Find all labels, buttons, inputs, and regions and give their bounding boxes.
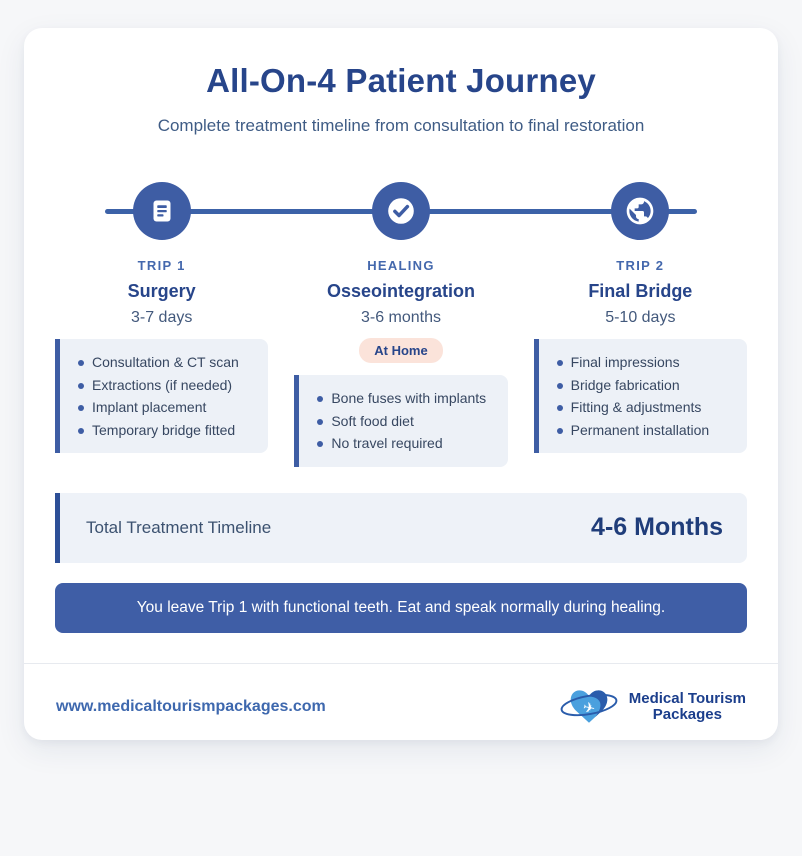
stage-trip2: TRIP 2 Final Bridge 5-10 days Final impr… xyxy=(533,258,747,467)
stage-title: Final Bridge xyxy=(588,281,693,301)
brand-name: Medical Tourism Packages xyxy=(629,691,746,723)
list-item: Implant placement xyxy=(74,396,260,419)
stage-detail-box: Bone fuses with implants Soft food diet … xyxy=(294,375,508,467)
list-item: Permanent installation xyxy=(553,419,739,442)
list-item: Extractions (if needed) xyxy=(74,374,260,397)
stage-duration: 3-6 months xyxy=(360,309,442,326)
document-icon xyxy=(147,196,177,226)
stage-title: Osseointegration xyxy=(326,281,475,301)
website-link[interactable]: www.medicaltourismpackages.com xyxy=(56,698,326,715)
page-title: All-On-4 Patient Journey xyxy=(206,62,596,99)
list-item: Bone fuses with implants xyxy=(313,387,499,410)
stage-detail-box: Final impressions Bridge fabrication Fit… xyxy=(533,339,747,453)
stage-title: Surgery xyxy=(127,281,196,301)
list-item: Final impressions xyxy=(553,351,739,374)
stage-duration: 3-7 days xyxy=(130,309,193,326)
infographic-card: All-On-4 Patient Journey Complete treatm… xyxy=(24,28,778,740)
timeline-node-trip1 xyxy=(132,182,191,240)
total-timeline-bar: Total Treatment Timeline 4-6 Months xyxy=(55,492,747,563)
globe-icon xyxy=(624,195,656,227)
at-home-badge: At Home xyxy=(359,338,443,363)
total-timeline-label: Total Treatment Timeline xyxy=(86,517,272,537)
page-subtitle: Complete treatment timeline from consult… xyxy=(157,116,645,135)
stage-label: TRIP 2 xyxy=(616,258,665,273)
brand-line2: Packages xyxy=(652,706,722,723)
stage-trip1: TRIP 1 Surgery 3-7 days Consultation & C… xyxy=(55,258,269,467)
stage-healing: HEALING Osseointegration 3-6 months At H… xyxy=(294,258,508,467)
list-item: Bridge fabrication xyxy=(553,374,739,397)
check-circle-icon xyxy=(371,182,430,240)
brand-logo: ✈ Medical Tourism Packages xyxy=(557,682,746,733)
brand-line1: Medical Tourism xyxy=(628,690,746,707)
footer: www.medicaltourismpackages.com ✈ Medical… xyxy=(24,662,778,733)
stage-duration: 5-10 days xyxy=(605,309,676,326)
timeline-node-trip2 xyxy=(611,182,670,240)
list-item: Soft food diet xyxy=(313,410,499,433)
heart-plane-logo-icon: ✈ xyxy=(557,682,621,733)
healing-note-banner: You leave Trip 1 with functional teeth. … xyxy=(55,582,747,633)
journey-timeline xyxy=(24,182,778,240)
svg-text:✈: ✈ xyxy=(581,699,596,717)
stage-detail-box: Consultation & CT scan Extractions (if n… xyxy=(55,339,269,453)
total-timeline-value: 4-6 Months xyxy=(591,513,723,541)
list-item: No travel required xyxy=(313,432,499,455)
stage-label: TRIP 1 xyxy=(137,258,186,273)
stage-label: HEALING xyxy=(367,258,435,273)
list-item: Consultation & CT scan xyxy=(74,351,260,374)
list-item: Fitting & adjustments xyxy=(553,396,739,419)
list-item: Temporary bridge fitted xyxy=(74,419,260,442)
